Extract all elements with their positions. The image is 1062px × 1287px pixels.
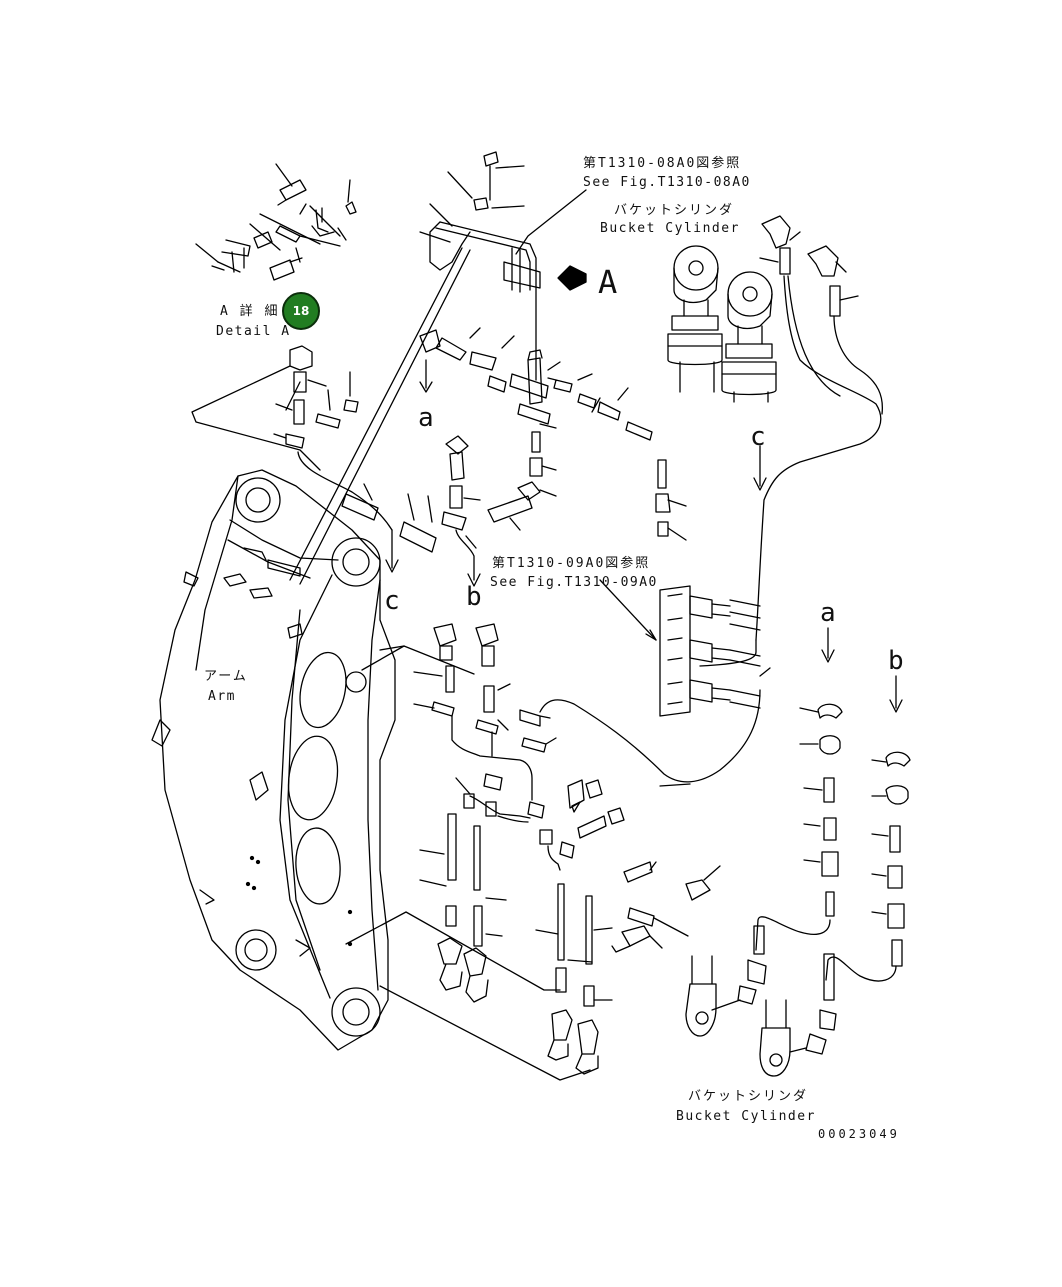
route-b-right-label: b <box>888 646 904 676</box>
upper-pipe-assembly <box>290 152 586 584</box>
route-c-right-label: c <box>750 422 766 452</box>
route-a-top-label: a <box>418 403 434 433</box>
route-b-mid-label: b <box>466 582 482 612</box>
bucket-cylinder-top-en-label: Bucket Cylinder <box>600 221 740 236</box>
route-a-right-label: a <box>820 598 836 628</box>
arm-jp-label: アーム <box>204 669 248 684</box>
callout-badge-number: 18 <box>292 304 310 318</box>
detail-a-jp-label: A 詳 細 <box>220 304 280 319</box>
bucket-cylinder-bottom-en-label: Bucket Cylinder <box>676 1109 816 1124</box>
bucket-cylinder-top-jp-label: バケットシリンダ <box>614 203 735 218</box>
drawing-number: 00023049 <box>818 1127 900 1141</box>
arm-en-label: Arm <box>208 689 236 704</box>
callout-badge[interactable]: 18 <box>282 292 320 330</box>
detail-a-parts <box>196 164 356 280</box>
ref-fig-08-jp-label: 第T1310-08A0図参照 <box>583 156 742 171</box>
lower-center-parts <box>414 624 720 1074</box>
ref-fig-09-en-label: See Fig.T1310-09A0 <box>490 575 658 590</box>
lower-right-parts <box>686 628 910 1076</box>
ref-fig-08-en-label: See Fig.T1310-08A0 <box>583 175 751 190</box>
bucket-cylinder-bottom-jp-label: バケットシリンダ <box>688 1089 809 1104</box>
view-a-label: A <box>598 263 618 301</box>
arm-structure <box>152 470 395 1050</box>
center-fittings <box>420 328 686 540</box>
ref-fig-09-jp-label: 第T1310-09A0図参照 <box>492 556 651 571</box>
middle-hoses <box>274 346 556 586</box>
detail-a-en-label: Detail A <box>216 324 291 339</box>
leader-lines <box>192 366 770 1080</box>
route-c-mid-label: c <box>384 586 400 616</box>
control-valve-group <box>540 580 760 782</box>
bucket-cylinder-top <box>668 216 882 640</box>
